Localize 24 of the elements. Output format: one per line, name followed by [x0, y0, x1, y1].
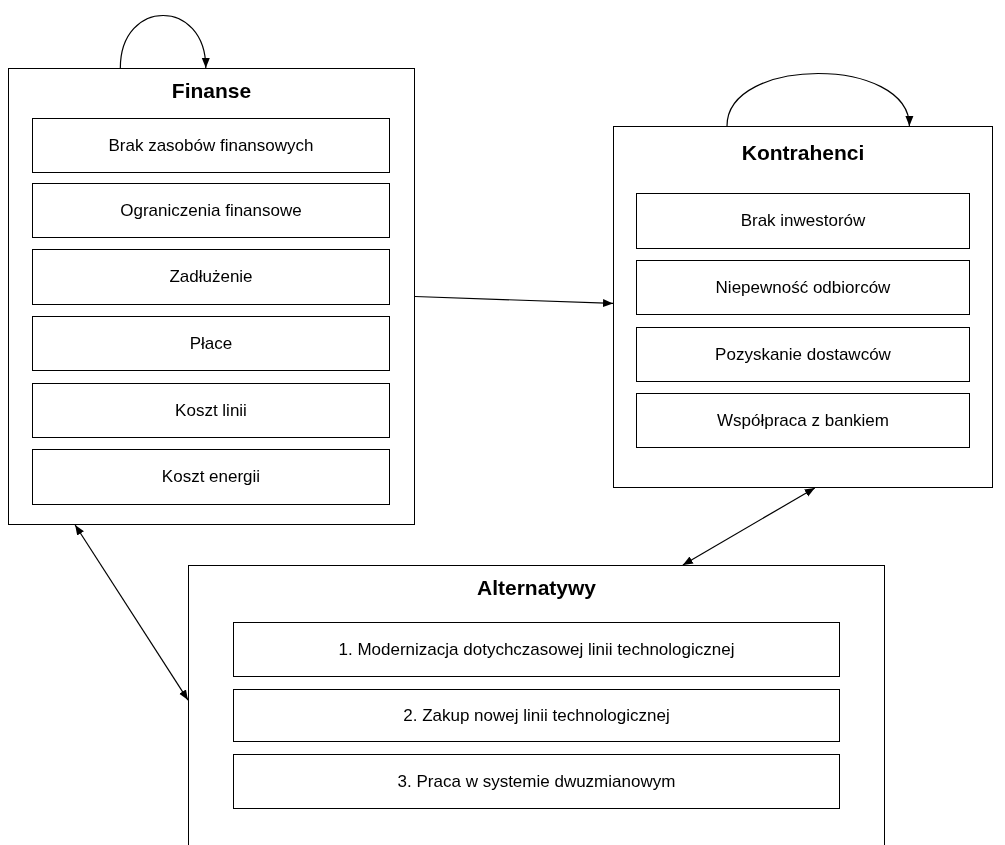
item-box: Zadłużenie	[32, 249, 390, 305]
panel-title: Alternatywy	[476, 576, 596, 600]
loop-arrow	[726, 72, 912, 127]
item-box: Współpraca z bankiem	[636, 393, 970, 448]
group-panel	[8, 68, 415, 525]
item-box: Ograniczenia finansowe	[32, 183, 390, 238]
arrow	[414, 295, 614, 308]
item-box: Pozyskanie dostawców	[636, 327, 970, 382]
panel-title: Finanse	[171, 79, 252, 103]
item-box: 3. Praca w systemie dwuzmianowym	[233, 754, 840, 809]
item-box: Niepewność odbiorców	[636, 260, 970, 315]
item-box: Brak inwestorów	[636, 193, 970, 249]
item-box: 1. Modernizacja dotychczasowej linii technologicznej	[233, 622, 840, 677]
item-box: Płace	[32, 316, 390, 371]
loop-arrow	[119, 14, 209, 69]
arrow	[74, 524, 189, 701]
item-box: 2. Zakup nowej linii technologicznej	[233, 689, 840, 742]
panel-title: Kontrahenci	[741, 141, 865, 165]
item-box: Koszt energii	[32, 449, 390, 505]
group-panel	[188, 565, 885, 845]
item-box: Brak zasobów finansowych	[32, 118, 390, 173]
group-panel	[613, 126, 993, 488]
item-box: Koszt linii	[32, 383, 390, 438]
arrow	[682, 487, 816, 566]
